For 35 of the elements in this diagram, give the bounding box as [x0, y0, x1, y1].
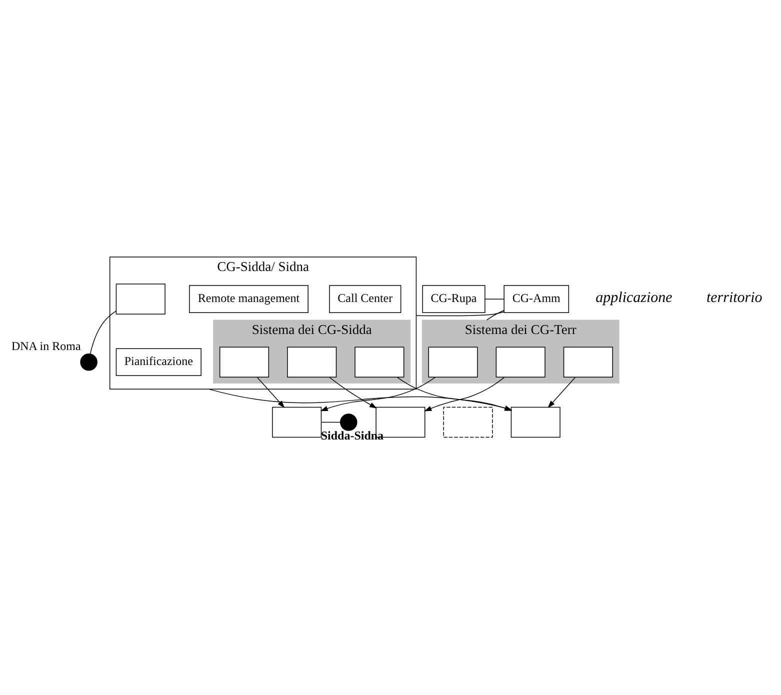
node-box — [510, 406, 560, 438]
arrow — [424, 377, 505, 412]
node-box: Call Center — [329, 285, 402, 313]
arrow — [396, 376, 512, 411]
node-box — [563, 346, 613, 378]
arrow — [256, 377, 285, 408]
node-box — [116, 284, 166, 314]
node-box: Pianificazione — [116, 348, 202, 376]
node-box — [354, 346, 404, 378]
node-box — [219, 346, 270, 378]
node-box — [443, 406, 493, 438]
arrow — [208, 388, 512, 411]
node-circle — [80, 354, 98, 371]
node-box: CG-Rupa — [422, 285, 486, 313]
node-box — [272, 406, 322, 438]
connector — [416, 312, 504, 316]
connector — [320, 422, 341, 423]
node-label: DNA in Roma — [11, 338, 81, 353]
node-box — [428, 346, 478, 378]
label: applicazione — [596, 290, 672, 306]
connector — [486, 310, 504, 320]
cluster: Sistema dei CG-Sidda — [213, 320, 411, 384]
node-label: Sidda-Sidna — [320, 428, 384, 442]
arrow — [329, 376, 377, 409]
connector — [484, 298, 504, 300]
connector — [90, 310, 117, 354]
node-box: CG-Amm — [504, 285, 570, 313]
node-box — [287, 346, 337, 378]
label: territorio — [706, 290, 762, 306]
arrow — [320, 376, 436, 412]
arrow — [548, 377, 576, 408]
cluster: Sistema dei CG-Terr — [422, 320, 620, 384]
node-box — [496, 346, 546, 378]
node-box: Remote management — [189, 285, 308, 313]
node-circle — [340, 414, 358, 431]
